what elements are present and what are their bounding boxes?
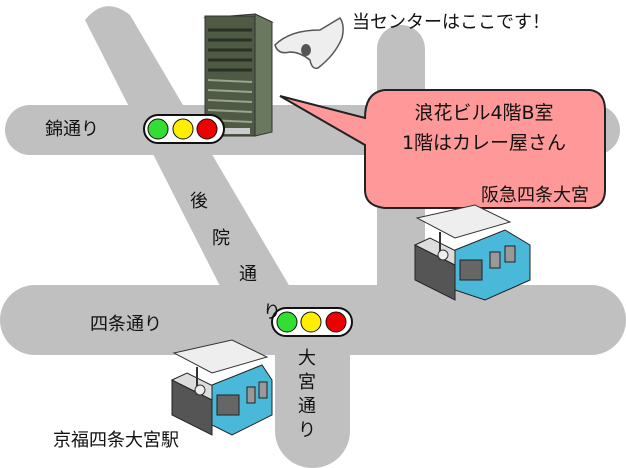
callout-line-1: 浪花ビル4階B室 — [414, 102, 554, 124]
omiya-char: り — [298, 420, 316, 441]
train-station-icon — [170, 339, 273, 436]
pointing-hand-icon — [274, 17, 344, 70]
traffic-light-icon — [143, 114, 225, 144]
train-station-icon — [413, 204, 531, 301]
street-label-shijo: 四条通り — [90, 314, 162, 335]
goin-char: り — [263, 302, 281, 323]
omiya-char: 宮 — [298, 372, 316, 393]
callout-line-2: 1階はカレー屋さん — [401, 132, 567, 154]
goin-char: 後 — [190, 191, 208, 212]
callout-bubble — [279, 89, 606, 209]
street-label-omiya: 大 宮 通 り — [298, 350, 316, 440]
station-label-hankyu: 阪急四条大宮 — [481, 185, 589, 206]
road-omiya-lower — [275, 300, 350, 468]
goin-char: 通 — [239, 264, 257, 285]
goin-char: 院 — [212, 228, 230, 249]
road-goin-dori — [85, 6, 330, 355]
omiya-char: 大 — [298, 348, 316, 369]
traffic-light-icon — [271, 307, 353, 337]
station-label-keifuku: 京福四条大宮駅 — [53, 430, 179, 451]
center-pointer-caption: 当センターはここです！ — [352, 12, 550, 33]
callout-text: 浪花ビル4階B室 1階はカレー屋さん — [364, 98, 604, 158]
street-label-nishiki: 錦通り — [45, 119, 99, 140]
omiya-char: 通 — [298, 396, 316, 417]
